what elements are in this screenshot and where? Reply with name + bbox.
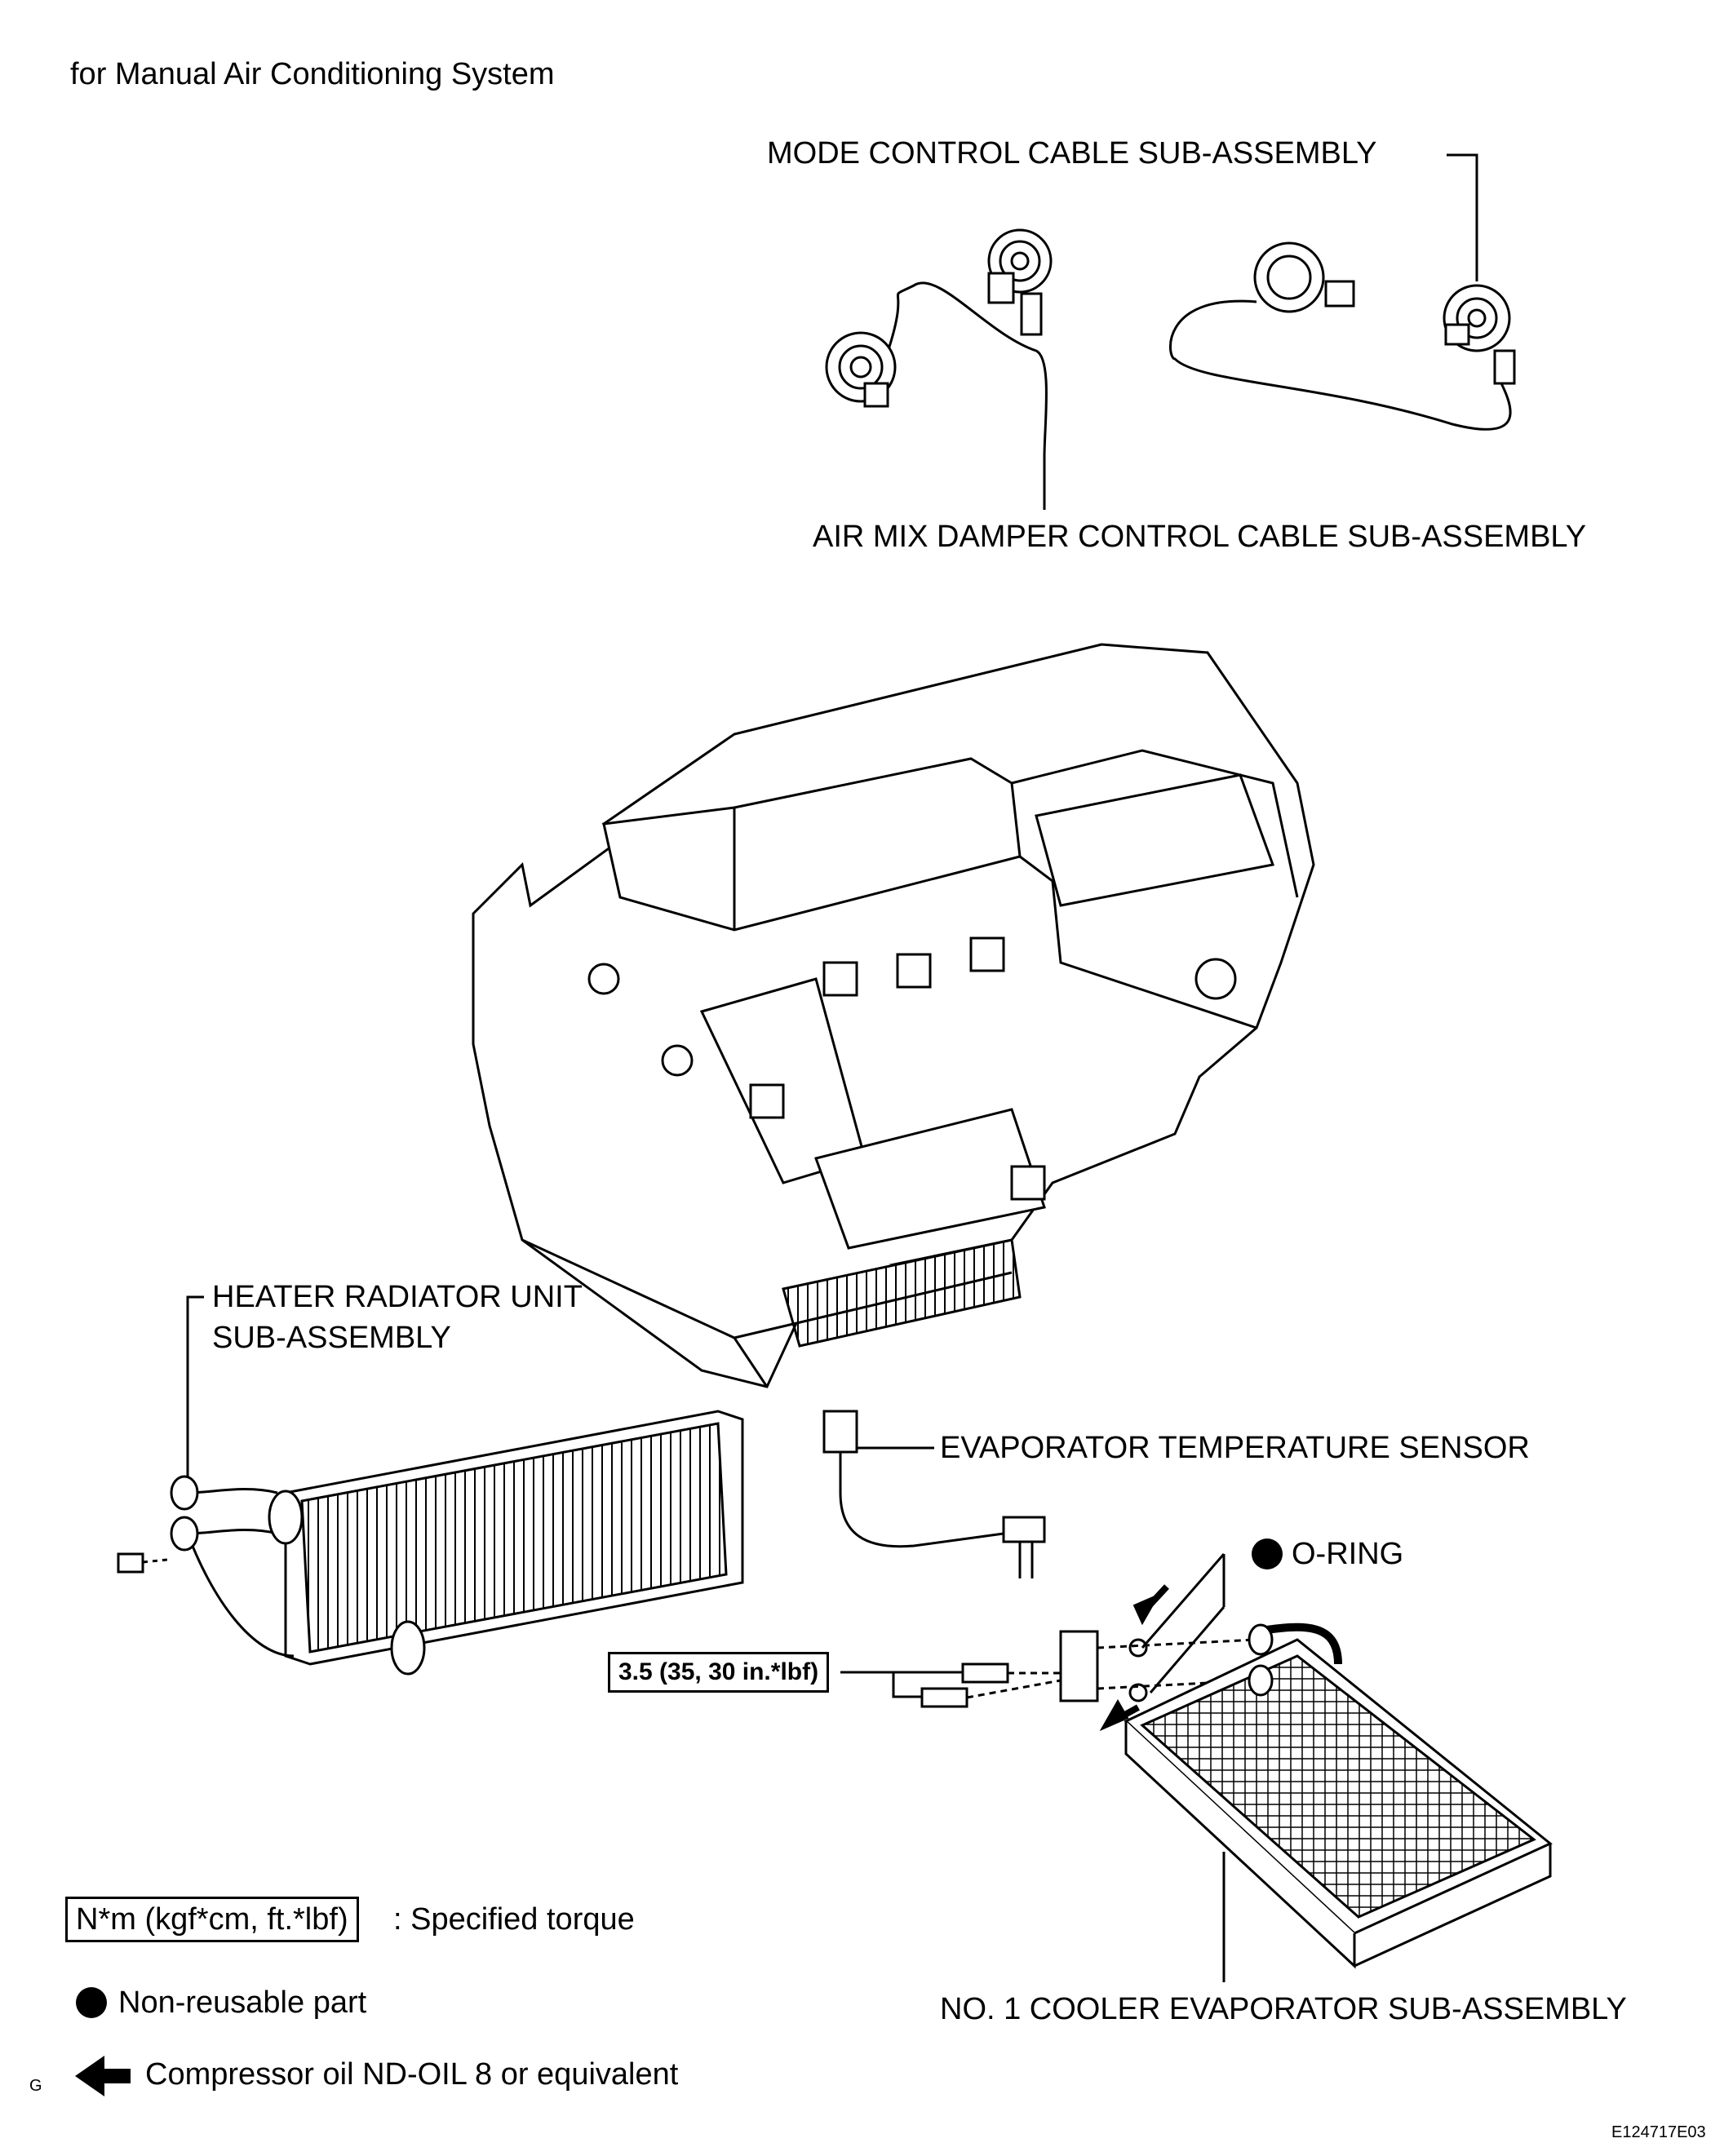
heater-radiator-drawing: [117, 1410, 744, 1676]
torque-legend-box: N*m (kgf*cm, ft.*lbf): [65, 1897, 359, 1942]
non-reusable-legend: Non-reusable part: [118, 1986, 367, 2020]
heater-radiator-leader: [186, 1295, 204, 1476]
heater-radiator-label-line2: SUB-ASSEMBLY: [212, 1321, 451, 1355]
oil-arrow-icon: [75, 2056, 131, 2096]
oil-arrows: [1099, 1584, 1169, 1732]
heater-radiator-label-line1: HEATER RADIATOR UNIT: [212, 1280, 583, 1314]
figure-id: E124717E03: [1611, 2123, 1706, 2141]
footer-left-mark: G: [29, 2077, 42, 2095]
evap-sensor-label: EVAPORATOR TEMPERATURE SENSOR: [940, 1431, 1530, 1465]
o-ring-label: O-RING: [1292, 1537, 1404, 1571]
mode-cable-leader: [1447, 153, 1478, 281]
air-mix-cable-drawing: [825, 228, 1053, 458]
cooler-evaporator-label: NO. 1 COOLER EVAPORATOR SUB-ASSEMBLY: [940, 1992, 1627, 2026]
cooler-evaporator-drawing: [1124, 1623, 1553, 1969]
compressor-oil-legend: Compressor oil ND-OIL 8 or equivalent: [145, 2057, 679, 2092]
mode-cable-label: MODE CONTROL CABLE SUB-ASSEMBLY: [767, 136, 1377, 170]
expansion-valve-drawing: [920, 1630, 1257, 1708]
air-mix-cable-label: AIR MIX DAMPER CONTROL CABLE SUB-ASSEMBL…: [813, 520, 1587, 554]
page-title: for Manual Air Conditioning System: [70, 57, 555, 91]
torque-spec-box: 3.5 (35, 30 in.*lbf): [608, 1652, 830, 1693]
mode-cable-drawing: [1168, 241, 1516, 431]
non-reusable-dot-icon: [76, 1987, 107, 2018]
ac-unit-housing: [472, 643, 1315, 1388]
evap-sensor-drawing: [822, 1410, 1046, 1578]
torque-legend-desc: : Specified torque: [393, 1902, 635, 1937]
torque-leader: [840, 1671, 922, 1698]
o-ring-dot-icon: [1252, 1538, 1283, 1569]
o-ring-leaders: [1128, 1553, 1226, 1702]
